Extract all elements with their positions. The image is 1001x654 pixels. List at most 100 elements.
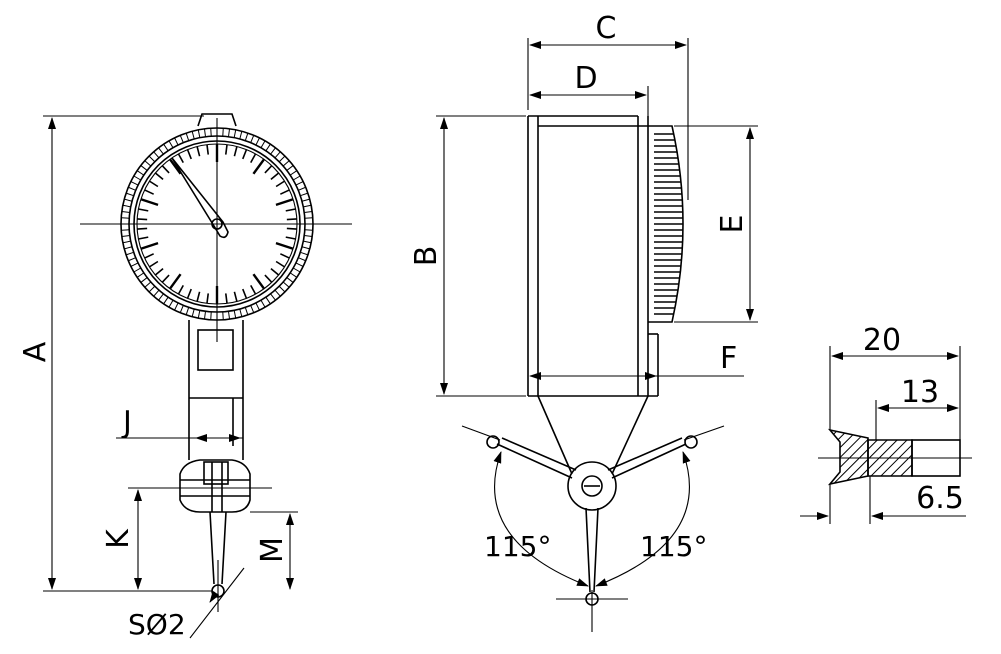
knurl-tick bbox=[222, 128, 224, 137]
bezel-knurl bbox=[121, 128, 313, 320]
dial-tick bbox=[279, 189, 290, 195]
knurl-tick bbox=[158, 147, 164, 155]
dial-tick bbox=[250, 153, 257, 164]
dial-tick bbox=[270, 172, 280, 180]
knurl-tick bbox=[274, 151, 281, 159]
side-knurl bbox=[654, 133, 683, 315]
knurl-tick bbox=[168, 140, 174, 149]
dial-tick bbox=[196, 146, 201, 157]
knurl-tick bbox=[304, 234, 313, 238]
knurl-tick bbox=[227, 311, 231, 320]
dial-tick bbox=[270, 268, 280, 276]
dial-tick bbox=[275, 180, 285, 188]
dial-tick bbox=[137, 227, 148, 230]
knurl-tick bbox=[210, 128, 212, 137]
front-dimensions: A J K M SØ2 bbox=[18, 115, 298, 641]
dial-tick bbox=[206, 144, 210, 155]
knurl-tick bbox=[122, 204, 131, 208]
knurl-tick bbox=[270, 293, 276, 301]
knurl-tick bbox=[148, 155, 156, 163]
knurl-tick bbox=[250, 305, 255, 313]
knurl-tick bbox=[255, 302, 260, 311]
dial-tick bbox=[206, 293, 210, 304]
knurl-tick bbox=[122, 240, 131, 244]
dial-tick bbox=[140, 242, 159, 250]
knurl-tick bbox=[300, 192, 309, 197]
dim-label-20: 20 bbox=[863, 323, 901, 358]
dim-label-C: C bbox=[596, 11, 617, 46]
knurl-tick bbox=[144, 281, 152, 288]
knurl-tick bbox=[144, 160, 152, 167]
dial-tick bbox=[149, 180, 159, 188]
dial-tick bbox=[154, 268, 164, 276]
dial-tick bbox=[264, 274, 273, 283]
knurl-tick bbox=[278, 155, 286, 163]
dial-tick bbox=[224, 144, 228, 155]
dial-tick bbox=[196, 291, 201, 302]
knurl-tick bbox=[260, 299, 266, 308]
knurl-tick bbox=[239, 131, 243, 140]
dial-tick bbox=[138, 236, 149, 240]
dial-tick bbox=[275, 198, 294, 206]
knurl-tick bbox=[130, 262, 139, 267]
dial-tick bbox=[144, 189, 155, 195]
knurl-tick bbox=[197, 129, 201, 138]
knurl-tick bbox=[222, 311, 224, 320]
knurl-tick bbox=[286, 277, 294, 283]
dial-tick bbox=[140, 198, 159, 206]
dial-tick bbox=[161, 274, 170, 283]
dial-tick bbox=[177, 284, 184, 295]
dim-label-D: D bbox=[574, 61, 597, 96]
dial-tick bbox=[242, 288, 248, 299]
dial-tick bbox=[186, 149, 192, 160]
side-dimensions: C D B E F bbox=[409, 11, 758, 397]
knurl-tick bbox=[136, 272, 145, 278]
dial-tick bbox=[285, 208, 296, 212]
dim-label-M: M bbox=[255, 537, 290, 563]
knurl-tick bbox=[278, 285, 286, 293]
knurl-tick bbox=[233, 129, 237, 138]
dial-tick bbox=[242, 149, 248, 160]
knurl-tick bbox=[304, 229, 313, 231]
knurl-tick bbox=[298, 186, 306, 191]
dial-tick bbox=[279, 253, 290, 259]
knurl-tick bbox=[295, 262, 304, 267]
knurl-tick bbox=[163, 296, 169, 305]
dim-label-13: 13 bbox=[901, 375, 939, 410]
dial-tick bbox=[275, 242, 294, 250]
knurl-tick bbox=[244, 132, 249, 141]
knurl-tick bbox=[140, 277, 148, 283]
knurl-tick bbox=[265, 143, 271, 152]
knurl-tick bbox=[185, 132, 190, 141]
knurl-tick bbox=[239, 308, 243, 317]
knurl-tick bbox=[163, 143, 169, 152]
detail-view: 20 13 6.5 bbox=[800, 323, 972, 524]
knurl-tick bbox=[300, 251, 309, 256]
knurl-tick bbox=[255, 137, 260, 146]
knurl-tick bbox=[304, 210, 313, 214]
knurl-tick bbox=[121, 210, 130, 214]
knurl-tick bbox=[128, 186, 136, 191]
knurl-tick bbox=[270, 147, 276, 155]
dim-label-F: F bbox=[720, 341, 737, 376]
knurl-tick bbox=[210, 311, 212, 320]
dial-tick bbox=[252, 158, 265, 175]
knurl-tick bbox=[130, 181, 139, 186]
knurl-tick bbox=[121, 217, 130, 219]
dial-tick bbox=[224, 293, 228, 304]
knurl-tick bbox=[292, 267, 301, 273]
dim-label-J: J bbox=[121, 405, 132, 440]
dial-tick bbox=[161, 165, 170, 174]
knurl-tick bbox=[303, 240, 312, 244]
dim-label-B: B bbox=[409, 246, 444, 267]
dial-tick bbox=[169, 158, 182, 175]
knurl-tick bbox=[227, 128, 231, 137]
knurl-tick bbox=[174, 137, 179, 146]
knurl-tick bbox=[289, 170, 298, 176]
dial-tick bbox=[264, 165, 273, 174]
knurl-tick bbox=[244, 307, 249, 316]
dim-label-sphere: SØ2 bbox=[128, 608, 186, 641]
knurl-tick bbox=[174, 302, 179, 311]
knurl-tick bbox=[301, 246, 310, 250]
knurl-tick bbox=[158, 293, 164, 301]
